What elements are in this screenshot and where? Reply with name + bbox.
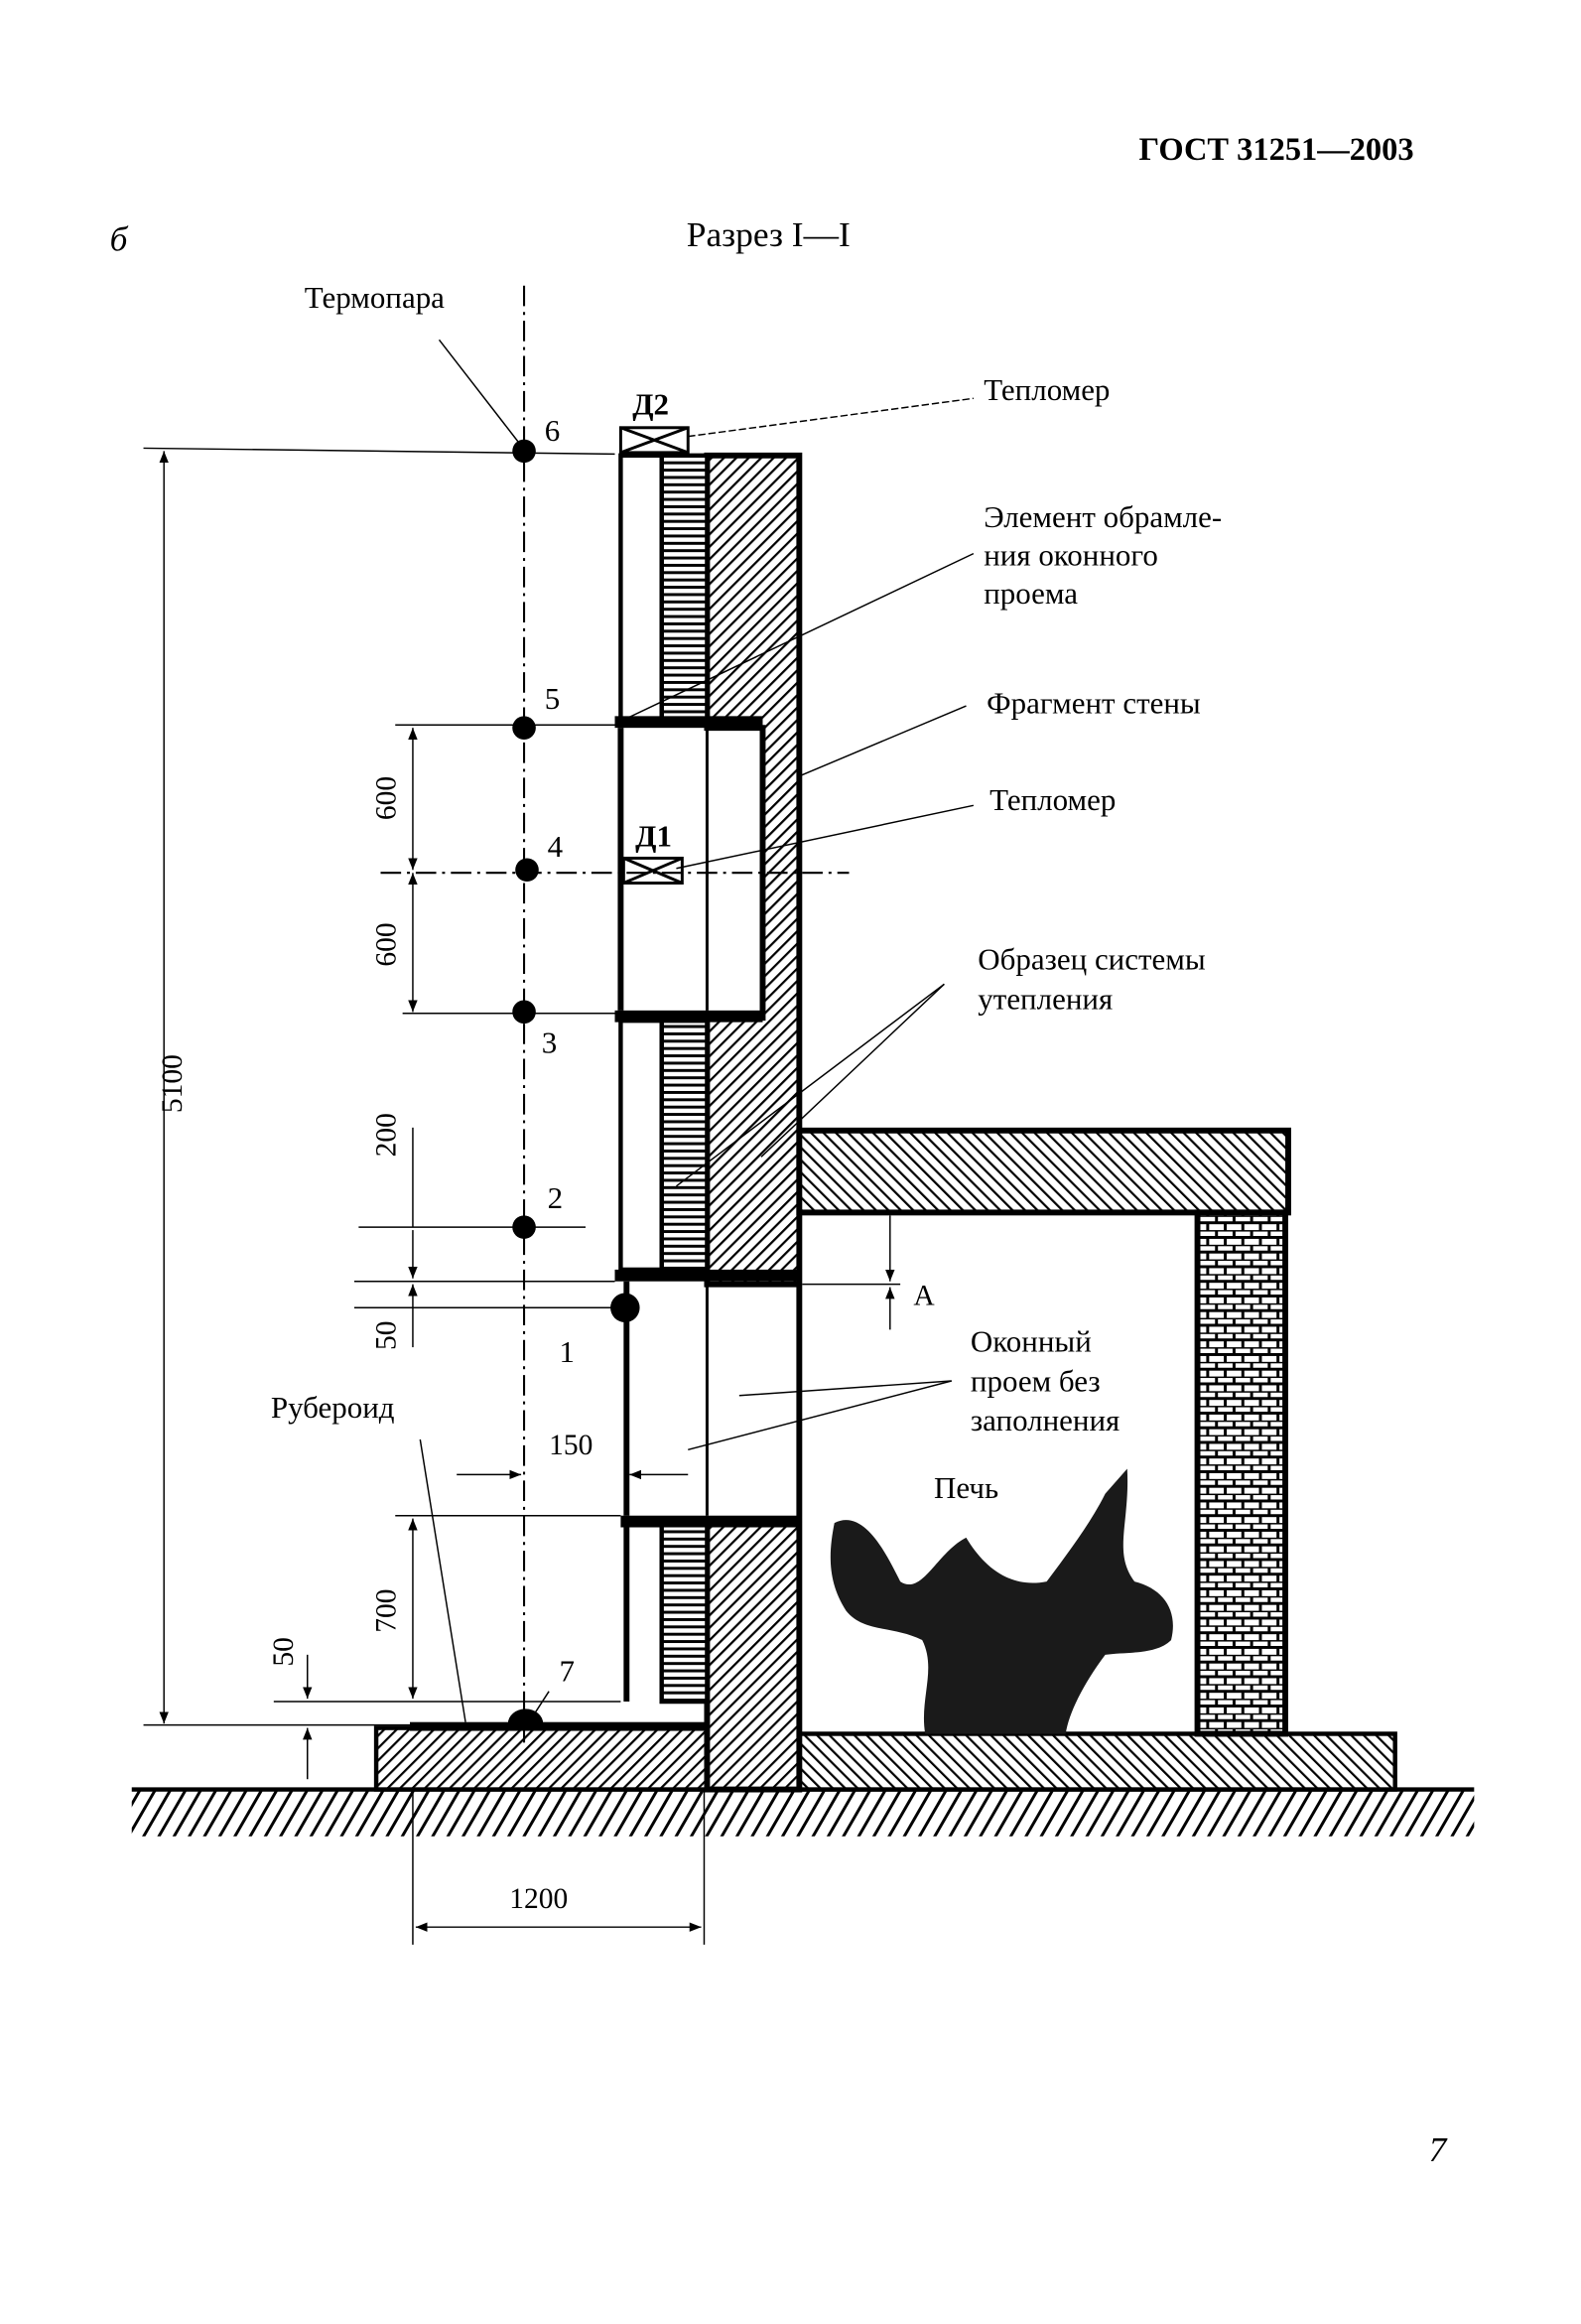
point-1 — [610, 1293, 640, 1323]
ground-hatch — [131, 1789, 1475, 1837]
framing-label-3: проема — [984, 576, 1078, 611]
point-6-label: 6 — [545, 413, 560, 448]
point-6 — [512, 439, 536, 464]
insulation-middle — [659, 1018, 710, 1273]
leader-lines — [419, 397, 975, 1722]
point-7 — [507, 1709, 544, 1724]
heat-meter-d2 — [618, 426, 690, 455]
brick-column — [1194, 1209, 1289, 1737]
point-7-label: 7 — [559, 1653, 574, 1688]
dim-700: 700 — [370, 1588, 402, 1632]
sample-label-2: утепления — [978, 981, 1113, 1016]
thermocouple-points — [507, 439, 640, 1724]
frame-middle — [618, 1018, 664, 1273]
dim-600-lower: 600 — [370, 922, 402, 966]
furnace-flame — [830, 1468, 1173, 1734]
point-1-label: 1 — [559, 1334, 574, 1369]
framing-label-2: ния оконного — [984, 537, 1158, 572]
foundation-right — [797, 1731, 1397, 1792]
window-sill-mid — [614, 1010, 763, 1023]
roofing-layer — [410, 1721, 708, 1731]
section-title: Разрез I—I — [687, 214, 851, 254]
ceiling-slab — [796, 1127, 1291, 1216]
heat-meter-d1 — [621, 856, 684, 885]
furnace-label: Печь — [934, 1470, 998, 1505]
opening-label-2: проем без — [971, 1363, 1101, 1398]
point-7-leader — [532, 1691, 550, 1717]
point-5 — [512, 716, 536, 740]
framing-label-1: Элемент обрамле- — [984, 499, 1222, 534]
wall-fragment — [704, 452, 803, 1793]
point-4 — [515, 858, 539, 883]
opening-label-3: заполнения — [971, 1403, 1120, 1437]
opening-label-1: Оконный — [971, 1324, 1092, 1359]
insulation-upper — [659, 453, 710, 728]
d1-label: Д1 — [635, 819, 672, 854]
dim-1200: 1200 — [509, 1883, 568, 1915]
window-head-lower — [614, 1269, 800, 1282]
heat-meter-mid-label: Тепломер — [989, 782, 1116, 817]
level-a-label: А — [913, 1280, 935, 1311]
point-3 — [512, 1000, 536, 1025]
dim-150: 150 — [549, 1430, 593, 1461]
standard-number: ГОСТ 31251—2003 — [1139, 132, 1414, 168]
point-3-label: 3 — [542, 1025, 557, 1060]
thermocouple-label: Термопара — [305, 280, 445, 315]
foundation-left — [373, 1725, 710, 1792]
frame-upper — [618, 453, 664, 728]
window-sill-lower — [620, 1515, 800, 1528]
insulation-lower — [659, 1520, 710, 1705]
figure-letter: б — [110, 218, 129, 258]
window-head — [614, 716, 763, 729]
sample-label-1: Образец системы — [978, 942, 1206, 977]
heat-meter-top-label: Тепломер — [984, 372, 1110, 407]
dim-5100: 5100 — [157, 1054, 189, 1113]
page-number: 7 — [1429, 2129, 1448, 2169]
point-2-label: 2 — [548, 1180, 563, 1215]
point-5-label: 5 — [545, 681, 560, 716]
thermocouple-leader — [438, 339, 521, 445]
wall-fragment-label: Фрагмент стены — [987, 685, 1201, 720]
dimension-lines — [159, 451, 895, 1932]
dim-50-upper: 50 — [370, 1321, 402, 1351]
dim-50-lower: 50 — [268, 1637, 300, 1667]
roofing-label: Рубероид — [271, 1390, 395, 1425]
dim-600-upper: 600 — [370, 776, 402, 820]
d2-label: Д2 — [632, 387, 669, 422]
dim-200: 200 — [370, 1113, 402, 1157]
point-4-label: 4 — [548, 829, 563, 864]
